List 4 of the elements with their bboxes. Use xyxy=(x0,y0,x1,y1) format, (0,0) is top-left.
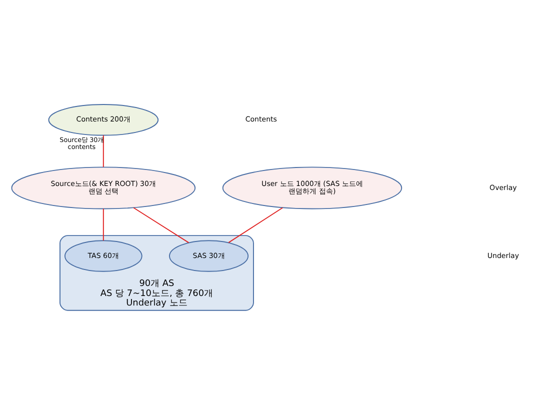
connector xyxy=(228,207,284,244)
connector xyxy=(133,207,190,244)
connector xyxy=(102,208,104,242)
connector xyxy=(102,134,104,168)
